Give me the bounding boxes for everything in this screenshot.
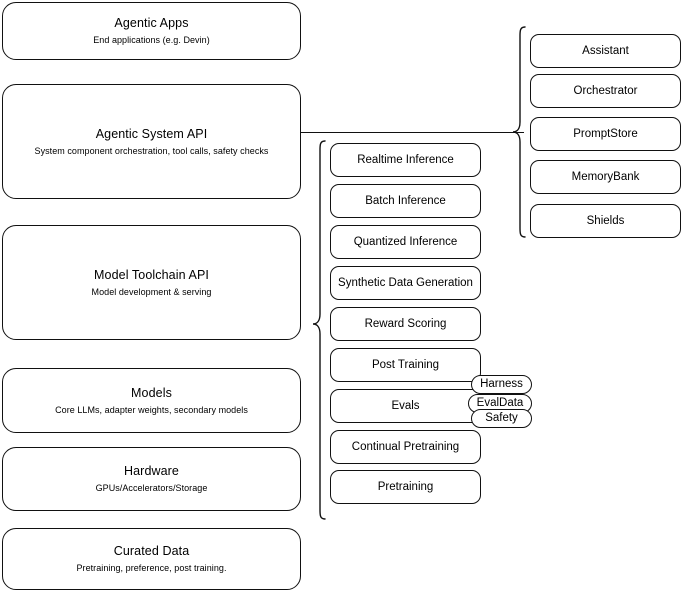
- layer-hardware[interactable]: Hardware GPUs/Accelerators/Storage: [2, 447, 301, 511]
- component-assistant[interactable]: Assistant: [530, 34, 681, 68]
- layer-subtitle: GPUs/Accelerators/Storage: [95, 483, 208, 493]
- layer-model-toolchain-api[interactable]: Model Toolchain API Model development & …: [2, 225, 301, 340]
- layer-title: Model Toolchain API: [94, 267, 209, 282]
- capability-synthetic-data-generation[interactable]: Synthetic Data Generation: [330, 266, 481, 300]
- layer-subtitle: System component orchestration, tool cal…: [34, 145, 269, 156]
- capability-reward-scoring[interactable]: Reward Scoring: [330, 307, 481, 341]
- layer-subtitle: Pretraining, preference, post training.: [76, 563, 227, 573]
- component-promptstore[interactable]: PromptStore: [530, 117, 681, 151]
- capability-continual-pretraining[interactable]: Continual Pretraining: [330, 430, 481, 464]
- capability-label: Post Training: [371, 359, 440, 371]
- layer-title: Agentic Apps: [114, 16, 189, 30]
- brace-toolchain-capabilities: [312, 140, 326, 520]
- brace-system-components: [512, 26, 526, 238]
- layer-title: Models: [131, 385, 172, 400]
- capability-pretraining[interactable]: Pretraining: [330, 470, 481, 504]
- badge-safety[interactable]: Safety: [471, 409, 532, 428]
- capability-evals[interactable]: Evals: [330, 389, 481, 423]
- capability-label: Evals: [391, 400, 420, 412]
- capability-label: Reward Scoring: [364, 318, 447, 330]
- capability-label: Continual Pretraining: [351, 441, 460, 453]
- component-orchestrator[interactable]: Orchestrator: [530, 74, 681, 108]
- layer-title: Curated Data: [113, 544, 190, 558]
- layer-models[interactable]: Models Core LLMs, adapter weights, secon…: [2, 368, 301, 433]
- badge-label: EvalData: [476, 397, 524, 409]
- capability-label: Quantized Inference: [353, 236, 458, 248]
- component-label: Assistant: [582, 45, 629, 57]
- layer-subtitle: Core LLMs, adapter weights, secondary mo…: [55, 404, 248, 415]
- layer-subtitle: End applications (e.g. Devin): [93, 35, 210, 45]
- layer-title: Agentic System API: [95, 126, 208, 141]
- capability-label: Synthetic Data Generation: [338, 277, 473, 289]
- layer-curated-data[interactable]: Curated Data Pretraining, preference, po…: [2, 528, 301, 590]
- badge-label: Harness: [480, 378, 523, 390]
- layer-agentic-system-api[interactable]: Agentic System API System component orch…: [2, 84, 301, 199]
- component-label: Shields: [586, 215, 625, 227]
- capability-batch-inference[interactable]: Batch Inference: [330, 184, 481, 218]
- capability-label: Batch Inference: [365, 195, 446, 207]
- component-shields[interactable]: Shields: [530, 204, 681, 238]
- component-label: MemoryBank: [571, 171, 640, 183]
- layer-agentic-apps[interactable]: Agentic Apps End applications (e.g. Devi…: [2, 2, 301, 60]
- component-memorybank[interactable]: MemoryBank: [530, 160, 681, 194]
- capability-label: Pretraining: [377, 481, 434, 493]
- component-label: Orchestrator: [573, 85, 638, 97]
- layer-title: Hardware: [124, 464, 179, 478]
- badge-label: Safety: [485, 412, 518, 424]
- layer-subtitle: Model development & serving: [91, 286, 212, 297]
- capability-realtime-inference[interactable]: Realtime Inference: [330, 143, 481, 177]
- connector-agentic-system-api-to-components: [300, 132, 524, 134]
- capability-label: Realtime Inference: [357, 154, 454, 166]
- badge-harness[interactable]: Harness: [471, 375, 532, 394]
- capability-quantized-inference[interactable]: Quantized Inference: [330, 225, 481, 259]
- component-label: PromptStore: [573, 128, 638, 140]
- capability-post-training[interactable]: Post Training: [330, 348, 481, 382]
